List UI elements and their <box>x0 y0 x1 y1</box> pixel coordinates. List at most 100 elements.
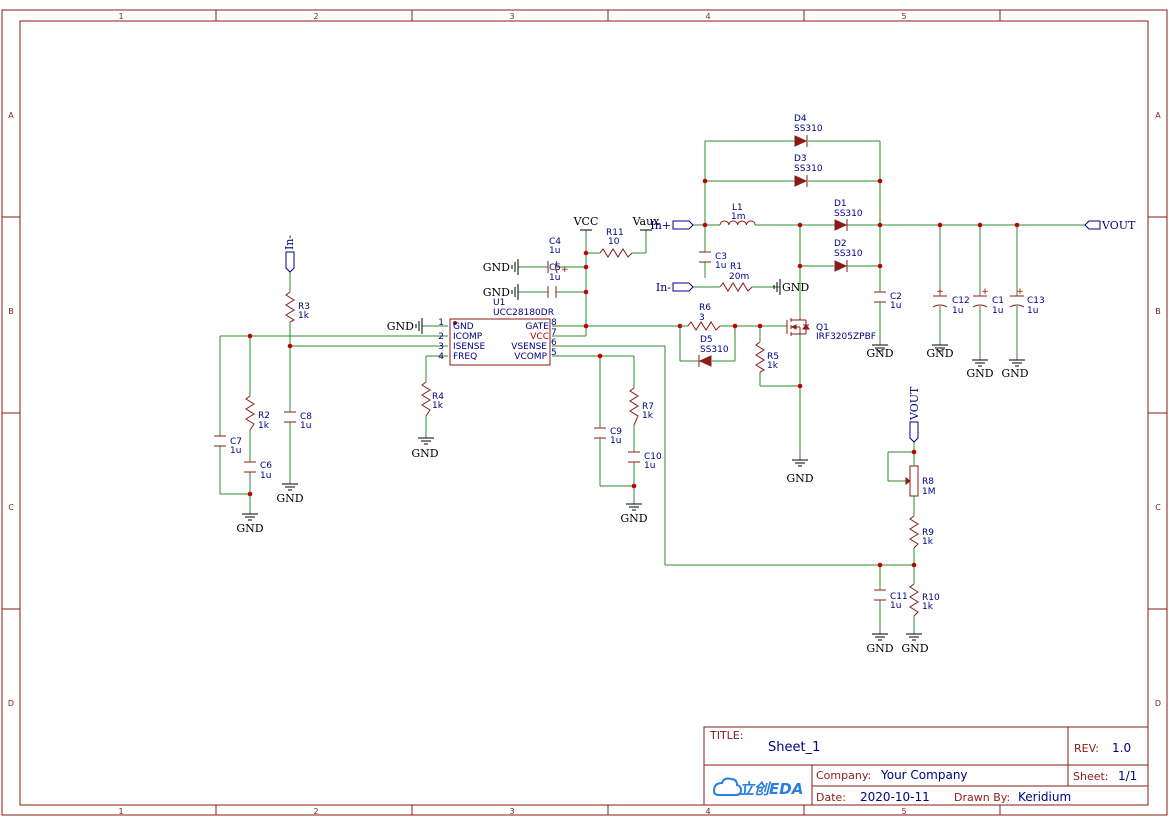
d3-ref: D3 <box>794 154 807 164</box>
capacitor-c9[interactable]: C9 1u <box>594 427 622 446</box>
in-minus-label: In- <box>283 235 296 250</box>
title-label: TITLE: <box>709 729 743 742</box>
c2-value: 1u <box>890 301 901 311</box>
diode-d2[interactable]: D2 SS310 <box>834 239 863 272</box>
capacitor-c10[interactable]: C10 1u <box>628 451 662 471</box>
wires <box>219 140 1085 634</box>
capacitor-c11[interactable]: C11 1u <box>874 589 908 611</box>
gnd-label: GND <box>786 472 813 485</box>
r4-ref: R4 <box>432 392 444 402</box>
d4-value: SS310 <box>794 124 823 134</box>
gnd-label: GND <box>901 642 928 655</box>
r10-ref: R10 <box>922 593 940 603</box>
in-minus-label: In- <box>656 281 671 294</box>
company-label: Company: <box>816 769 871 782</box>
frame-col-label: 4 <box>705 807 710 816</box>
rev-label: REV: <box>1074 742 1099 755</box>
frame-row-label: B <box>8 307 14 316</box>
capacitor-c1[interactable]: + C1 1u <box>972 287 1004 316</box>
gnd-label: GND <box>1001 367 1028 380</box>
u1-pin-name: VCC <box>530 332 549 342</box>
capacitor-c7[interactable]: C7 1u <box>214 435 242 456</box>
resistor-r7[interactable]: R7 1k <box>629 387 654 426</box>
c4-value: 1u <box>549 246 560 256</box>
r6-ref: R6 <box>699 303 711 313</box>
gnd-symbol-c5: GND <box>483 284 519 300</box>
frame-row-label: D <box>1155 699 1161 708</box>
diode-d1[interactable]: D1 SS310 <box>834 199 863 231</box>
capacitor-c8[interactable]: C8 1u <box>284 411 312 431</box>
gnd-symbol-c8: GND <box>276 483 304 505</box>
l1-ref: L1 <box>732 203 743 213</box>
c12-value: 1u <box>952 306 963 316</box>
c8-ref: C8 <box>300 412 312 422</box>
capacitor-c6[interactable]: C6 1u <box>244 461 272 481</box>
d1-value: SS310 <box>834 209 863 219</box>
sheet-label: Sheet: <box>1073 770 1109 783</box>
frame-row-label: A <box>8 111 14 120</box>
c1-ref: C1 <box>992 296 1004 306</box>
mosfet-q1[interactable]: Q1 IRF3205ZPBF <box>786 318 876 342</box>
inductor-l1[interactable]: L1 1m <box>719 203 756 226</box>
vcc-label: VCC <box>573 215 599 228</box>
capacitor-c4[interactable]: + C4 1u <box>547 237 569 275</box>
r4-value: 1k <box>432 401 444 411</box>
frame-col-label: 5 <box>901 12 906 21</box>
gnd-symbol-c2: GND <box>866 344 894 360</box>
resistor-r10[interactable]: R10 1k <box>909 583 940 617</box>
gnd-label: GND <box>411 447 438 460</box>
gnd-symbol-c10: GND <box>620 503 648 525</box>
resistor-r9[interactable]: R9 1k <box>909 515 934 549</box>
resistor-r4[interactable]: R4 1k <box>421 381 444 417</box>
q1-value: IRF3205ZPBF <box>816 332 876 342</box>
diode-d4[interactable]: D4 SS310 <box>794 114 823 147</box>
resistor-r5[interactable]: R5 1k <box>755 341 779 373</box>
c2-ref: C2 <box>890 292 902 302</box>
c1-polarity-mark: + <box>981 287 989 297</box>
resistor-r1[interactable]: R1 20m <box>719 262 753 292</box>
net-port-vout-vertical: VOUT <box>908 386 921 443</box>
u1-pin-name: ICOMP <box>453 332 483 342</box>
resistor-r3[interactable]: R3 1k <box>285 291 310 323</box>
net-port-in-plus: In+ <box>650 219 694 232</box>
frame-col-label: 2 <box>313 12 318 21</box>
u1-pin-num: 6 <box>551 338 557 348</box>
lceda-logo: 立创EDA <box>712 777 803 798</box>
potentiometer-r8[interactable]: R8 1M <box>905 465 936 497</box>
frame-row-label: D <box>8 699 14 708</box>
resistor-r6[interactable]: R6 3 <box>687 303 721 331</box>
u1-pin-num: 1 <box>438 318 444 328</box>
date-label: Date: <box>816 791 846 804</box>
net-port-in-minus-vertical: In- <box>283 235 296 273</box>
d5-ref: D5 <box>700 335 713 345</box>
c5-ref: C5 <box>549 263 561 273</box>
diode-d3[interactable]: D3 SS310 <box>794 154 823 187</box>
capacitor-c13[interactable]: + C13 1u <box>1009 287 1045 316</box>
gnd-symbol-c1: GND <box>966 359 994 380</box>
drawn-by-value: Keridium <box>1018 790 1071 804</box>
d3-value: SS310 <box>794 164 823 174</box>
c7-value: 1u <box>230 446 241 456</box>
capacitor-c2[interactable]: C2 1u <box>874 291 902 311</box>
c13-polarity-mark: + <box>1016 287 1024 297</box>
capacitor-c5[interactable]: C5 1u <box>547 263 561 298</box>
gnd-label: GND <box>236 522 263 535</box>
gnd-label: GND <box>387 320 414 333</box>
r6-value: 3 <box>699 313 705 323</box>
c6-value: 1u <box>260 471 271 481</box>
frame-row-label: C <box>1155 503 1161 512</box>
resistor-r11[interactable]: R11 10 <box>599 228 633 258</box>
capacitor-c3[interactable]: C3 1u <box>699 251 727 271</box>
d1-ref: D1 <box>834 199 847 209</box>
capacitor-c12[interactable]: + C12 1u <box>932 287 970 316</box>
vout-label: VOUT <box>908 386 921 421</box>
u1-value: UCC28180DR <box>493 308 554 318</box>
gnd-symbol-u1: GND <box>387 318 423 334</box>
gnd-label: GND <box>483 286 510 299</box>
resistor-r2[interactable]: R2 1k <box>245 395 270 431</box>
ic-u1[interactable]: U1 UCC28180DR 1 2 3 4 GND ICOMP ISENSE F… <box>438 298 557 366</box>
frame-col-label: 4 <box>705 12 710 21</box>
gnd-symbol-c12: GND <box>926 344 954 360</box>
gnd-label: GND <box>483 261 510 274</box>
diode-d5[interactable]: D5 SS310 <box>698 335 729 367</box>
